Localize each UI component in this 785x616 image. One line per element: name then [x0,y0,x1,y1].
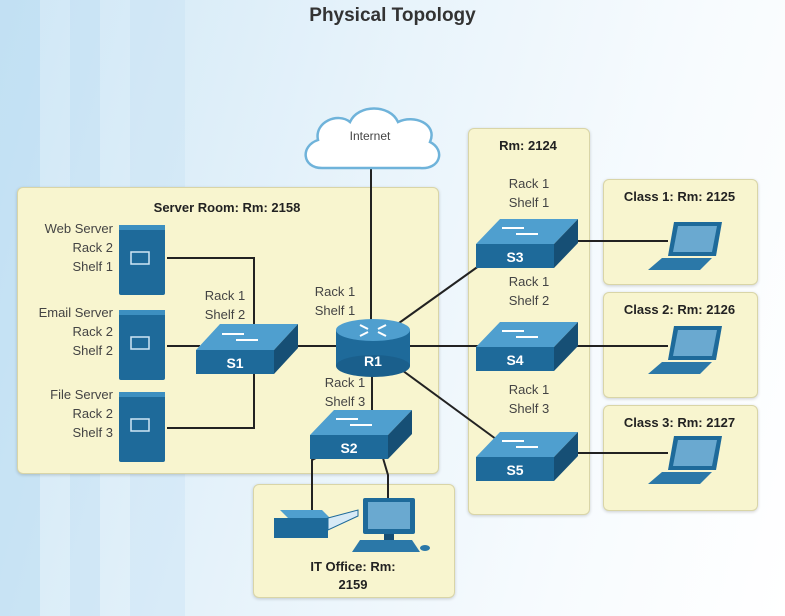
s2-shelf: Shelf 3 [324,394,366,409]
email-server-name: Email Server [38,305,113,320]
s3-name-label: S3 [506,249,524,265]
file-server-label: File Server Rack 2 Shelf 3 [20,385,113,442]
it-office-title-line2: 2159 [338,577,368,592]
s4-location-label: Rack 1 Shelf 2 [497,272,561,310]
s1-name-label: S1 [226,355,244,371]
link-web-s1 [167,257,255,328]
internet-cloud [304,107,441,170]
s5-location-label: Rack 1 Shelf 3 [497,380,561,418]
email-server-rack: Rack 2 [72,324,113,339]
it-office-title: IT Office: Rm: 2159 [253,558,453,594]
s1-rack: Rack 1 [204,288,246,303]
printer-icon [274,509,359,538]
switch-s2-icon [310,410,412,459]
s5-shelf: Shelf 3 [508,401,550,416]
s1-location-label: Rack 1 Shelf 2 [193,286,257,324]
s5-name-label: S5 [506,462,524,478]
r1-rack: Rack 1 [314,284,356,299]
web-server-shelf: Shelf 1 [72,259,113,274]
s5-rack: Rack 1 [508,382,550,397]
s4-shelf: Shelf 2 [508,293,550,308]
desktop-pc-icon [352,498,430,552]
page-title: Physical Topology [309,5,476,26]
s2-name-label: S2 [340,440,358,456]
it-office-room [253,484,455,598]
network-links [167,168,668,512]
switch-s3-icon [476,219,578,268]
switch-s1-icon [196,324,298,374]
class-1-title: Class 1: Rm: 2125 [623,189,736,204]
server-room-title: Server Room: Rm: 2158 [153,200,301,215]
s3-location-label: Rack 1 Shelf 1 [497,174,561,212]
s2-rack: Rack 1 [324,375,366,390]
web-server-name: Web Server [44,221,113,236]
s3-rack: Rack 1 [508,176,550,191]
email-server-shelf: Shelf 2 [72,343,113,358]
switch-s4-icon [476,322,578,371]
s3-shelf: Shelf 1 [508,195,550,210]
file-server-rack: Rack 2 [72,406,113,421]
email-server-label: Email Server Rack 2 Shelf 2 [20,303,113,360]
r1-location-label: Rack 1 Shelf 1 [303,282,367,320]
web-server-rack: Rack 2 [72,240,113,255]
internet-label: Internet [349,129,391,143]
it-office-title-line1: IT Office: Rm: [310,559,396,574]
s1-shelf: Shelf 2 [204,307,246,322]
r1-shelf: Shelf 1 [314,303,356,318]
router-r1-icon [336,319,410,377]
file-server-name: File Server [50,387,113,402]
r1-name-label: R1 [364,353,382,369]
file-server-shelf: Shelf 3 [72,425,113,440]
class-2-title: Class 2: Rm: 2126 [623,302,736,317]
email-server-icon [119,310,165,380]
switch-s5-icon [476,432,578,481]
s2-location-label: Rack 1 Shelf 3 [313,373,377,411]
web-server-icon [119,225,165,295]
s4-name-label: S4 [506,352,524,368]
wiring-closet-title: Rm: 2124 [499,138,557,153]
laptop-class-3-icon [648,436,722,484]
laptop-class-1-icon [648,222,722,270]
link-r1-s5 [394,364,501,443]
s4-rack: Rack 1 [508,274,550,289]
file-server-icon [119,392,165,462]
laptop-class-2-icon [648,326,722,374]
class-3-title: Class 3: Rm: 2127 [623,415,736,430]
web-server-label: Web Server Rack 2 Shelf 1 [20,219,113,276]
link-file-s1 [167,368,255,429]
link-r1-s3 [391,257,491,329]
